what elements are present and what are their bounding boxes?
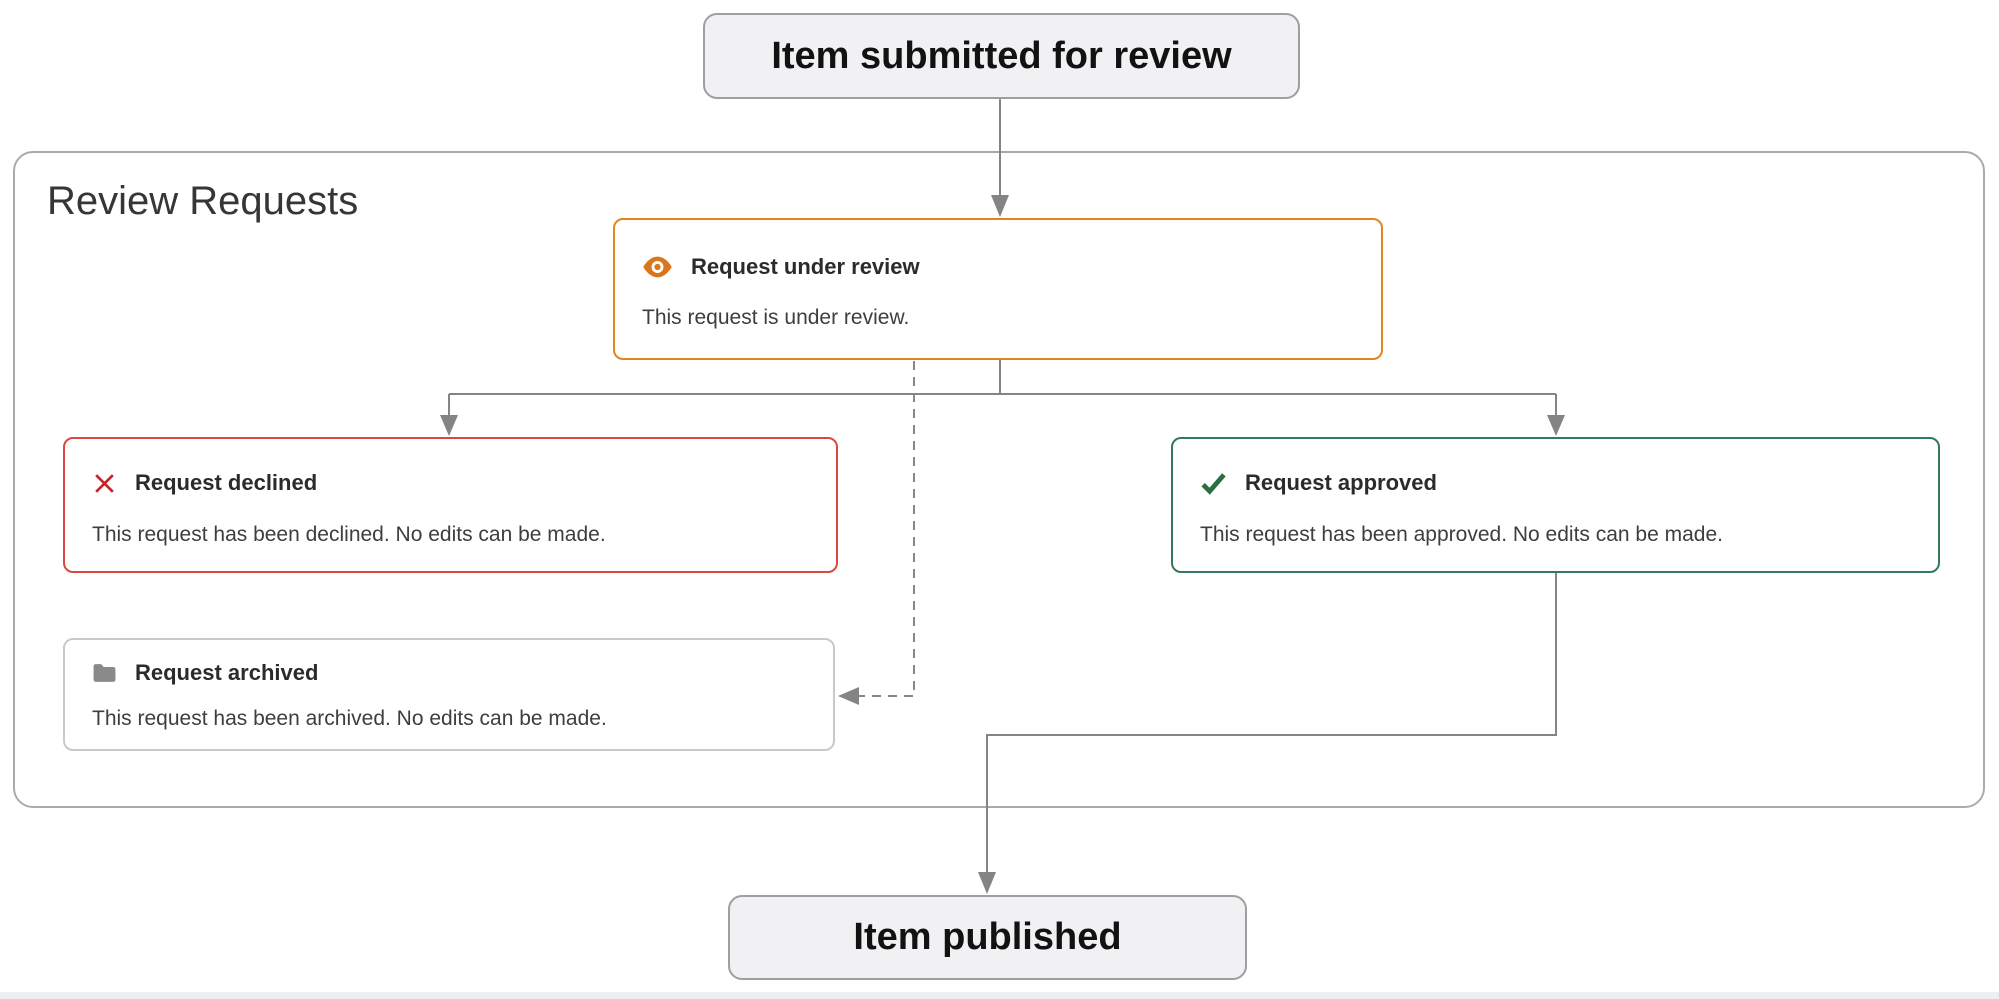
folder-icon [92, 662, 117, 684]
card-title-row: Request approved [1200, 469, 1938, 497]
card-description: This request has been declined. No edits… [92, 523, 606, 546]
card-title-row: Request under review [642, 253, 1381, 281]
review-requests-title: Review Requests [47, 179, 359, 223]
card-title: Request archived [135, 660, 319, 685]
node-item-published-label: Item published [853, 916, 1122, 958]
window-bottom-edge [0, 992, 1999, 999]
card-title: Request under review [691, 254, 920, 279]
connector-under-review-to-archived [838, 361, 915, 705]
card-request-under-review: Request under review This request is und… [613, 218, 1383, 360]
card-title: Request approved [1245, 470, 1437, 495]
card-description: This request is under review. [642, 306, 910, 329]
card-description: This request has been archived. No edits… [92, 707, 607, 730]
card-request-declined: Request declined This request has been d… [63, 437, 838, 573]
card-request-approved: Request approved This request has been a… [1171, 437, 1940, 573]
node-item-published: Item published [728, 895, 1247, 980]
card-title: Request declined [135, 470, 318, 495]
connector-under-review-branch [440, 360, 1565, 436]
connector-approved-to-published [978, 573, 1557, 894]
card-title-row: Request archived [92, 659, 833, 687]
card-description: This request has been approved. No edits… [1200, 523, 1723, 546]
eye-icon [642, 255, 673, 279]
x-icon [92, 471, 117, 496]
card-request-archived: Request archived This request has been a… [63, 638, 835, 751]
card-title-row: Request declined [92, 469, 836, 497]
node-item-submitted: Item submitted for review [703, 13, 1300, 99]
connector-submitted-to-under-review [991, 99, 1009, 217]
check-icon [1200, 471, 1227, 495]
node-item-submitted-label: Item submitted for review [771, 34, 1232, 77]
